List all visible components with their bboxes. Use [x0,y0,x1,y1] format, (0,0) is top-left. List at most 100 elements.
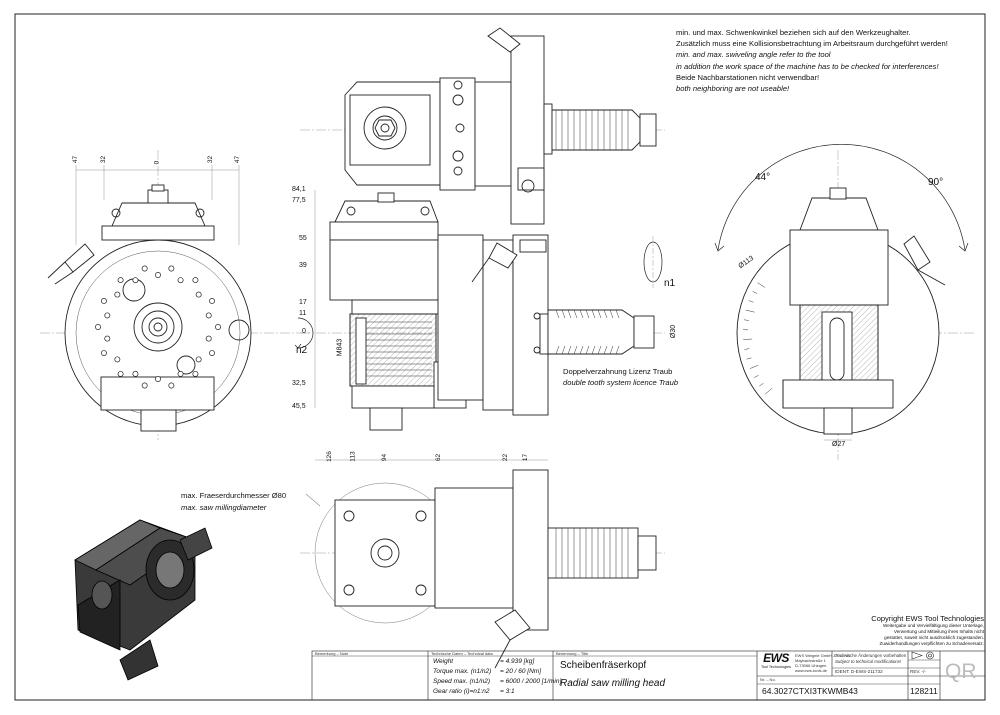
tooth-line [591,309,596,319]
tb-qr-code: QR [945,660,977,683]
tb-speed-value: = 6000 / 2000 [1/min] [500,678,562,685]
label-n2: n2 [296,345,308,356]
tooth-line [597,309,602,319]
tb-gear-value: = 3:1 [500,688,515,695]
bolt-hole [192,277,199,284]
bolt-hole [132,370,139,377]
bolt-hole [100,298,107,304]
tooth-line [573,309,578,319]
bolt-hole [117,370,124,377]
scale-tick [743,319,749,321]
tb-header-note: Bemerkung – Note [315,651,349,656]
tb-change-2: Subject to technical modifications! [835,659,902,664]
bolt-hole [117,277,124,284]
label-angle-90: 90° [928,177,944,188]
label-tooth-en: double tooth system licence Traub [563,378,679,387]
tb-torque-value: = 20 / 60 [Nm] [500,668,542,675]
dim-bottom-22: 22 [502,453,510,462]
bolt-hole [141,265,148,272]
scale-tick [748,300,754,303]
title-block-grid [311,650,986,701]
bolt-hole [104,312,111,319]
scale-tick [754,375,759,378]
tb-rev: REV. -/- [910,669,926,674]
copyright-line-3: gestattet, soweit nicht ausdrücklich zug… [884,635,984,640]
dim-side-55: 55 [299,235,307,242]
label-saw-de: max. Fraeserdurchmesser Ø80 [181,491,287,500]
dim-side-0: 0 [302,328,306,335]
tb-part-number: 64.3027CTXI3TKWMB43 [762,686,858,696]
tb-company-2: Maybachstraße 1 [795,658,826,663]
ews-logo: EWS Tool Technologies [760,652,792,674]
label-d27: Ø27 [832,441,846,448]
bolt-hole [209,298,216,304]
tb-drawing-number: 128211 [910,686,938,696]
tooth-line [555,309,560,319]
bolt-hole [114,291,121,298]
bolt-hole [95,324,101,330]
bolt-hole [177,370,184,377]
label-saw-en: max. saw millingdiameter [181,503,267,512]
scale-tick [759,383,764,387]
note-en-1: min. and max. swiveling angle refer to t… [676,50,831,60]
label-tooth-de: Doppelverzahnung Lizenz Traub [563,367,673,376]
front-view [40,150,314,440]
dim-front-32-left: 32 [100,155,108,164]
dim-front-47-left: 47 [72,155,80,164]
tb-weight-label: Weight [433,658,454,665]
scale-tick [743,338,753,340]
tb-speed-label: Speed max. (n1/n2) [433,678,491,685]
front-bolt-circle [95,265,221,389]
tooth-line [603,309,608,319]
tooth-line [591,345,596,355]
note-de-3: Beide Nachbarstationen nicht verwendbar! [676,72,820,82]
copyright-block: Copyright EWS Tool Technologies Weiterga… [860,614,984,647]
tb-gear-label: Gear ratio (i)=n1:n2 [433,688,490,695]
bolt-hole [168,382,175,389]
tooth-line [585,309,590,319]
tooth-line [561,345,566,355]
bolt-hole [177,277,184,284]
tooth-line [597,345,602,355]
dim-side-77-5: 77,5 [292,197,306,204]
bolt-hole [205,312,212,319]
dim-bottom-62: 62 [435,453,443,462]
note-de-2: Zusätzlich muss eine Kollisionsbetrachtu… [676,39,948,49]
tooth-line [585,345,590,355]
tooth-line [561,309,566,319]
scale-tick [749,364,759,369]
tooth-line [603,345,608,355]
swivel-note: min. und max. Schwenkwinkel beziehen sic… [676,27,948,94]
tb-torque-label: Torque max. (n1/n2) [433,668,492,675]
dim-front-32-right: 32 [207,155,215,164]
tooth-line [609,309,614,319]
dim-bottom-126: 126 [325,451,333,462]
dim-bottom-17: 17 [522,453,530,462]
copyright-line-1: Weitergabe und Vervielfältigung dieser U… [882,623,984,628]
bolt-hole [195,291,202,298]
tooth-line [579,345,584,355]
scale-tick [744,348,750,350]
dim-side-11: 11 [299,310,307,317]
scale-tick [765,388,773,395]
label-n1: n1 [664,278,676,289]
dim-side-39: 39 [299,262,307,269]
tb-company-1: EWS Weigele GmbH & Co. KG [795,653,851,658]
side-view-ribs [366,309,620,377]
ews-logo-text: EWS [763,651,789,665]
tb-change-1: Technische Änderungen vorbehalten [835,653,907,658]
note-en-3: both neighboring are not useable! [676,84,790,94]
bolt-hole [155,376,161,382]
copyright-title: Copyright EWS Tool Technologies [871,614,984,623]
tb-name-en: Radial saw milling head [560,678,666,689]
tb-header-technical: Technische Daten – Technical data [431,651,493,656]
copyright-line-2: Verwertung und Mitteilung ihres Inhalts … [893,629,984,634]
tb-name-de: Scheibenfräserkopf [560,660,647,671]
scale-tick [746,357,752,360]
dim-front-47-right: 47 [234,155,242,164]
top-view-ribs [555,110,629,150]
bolt-hole [192,370,199,377]
isometric-view [74,519,213,681]
